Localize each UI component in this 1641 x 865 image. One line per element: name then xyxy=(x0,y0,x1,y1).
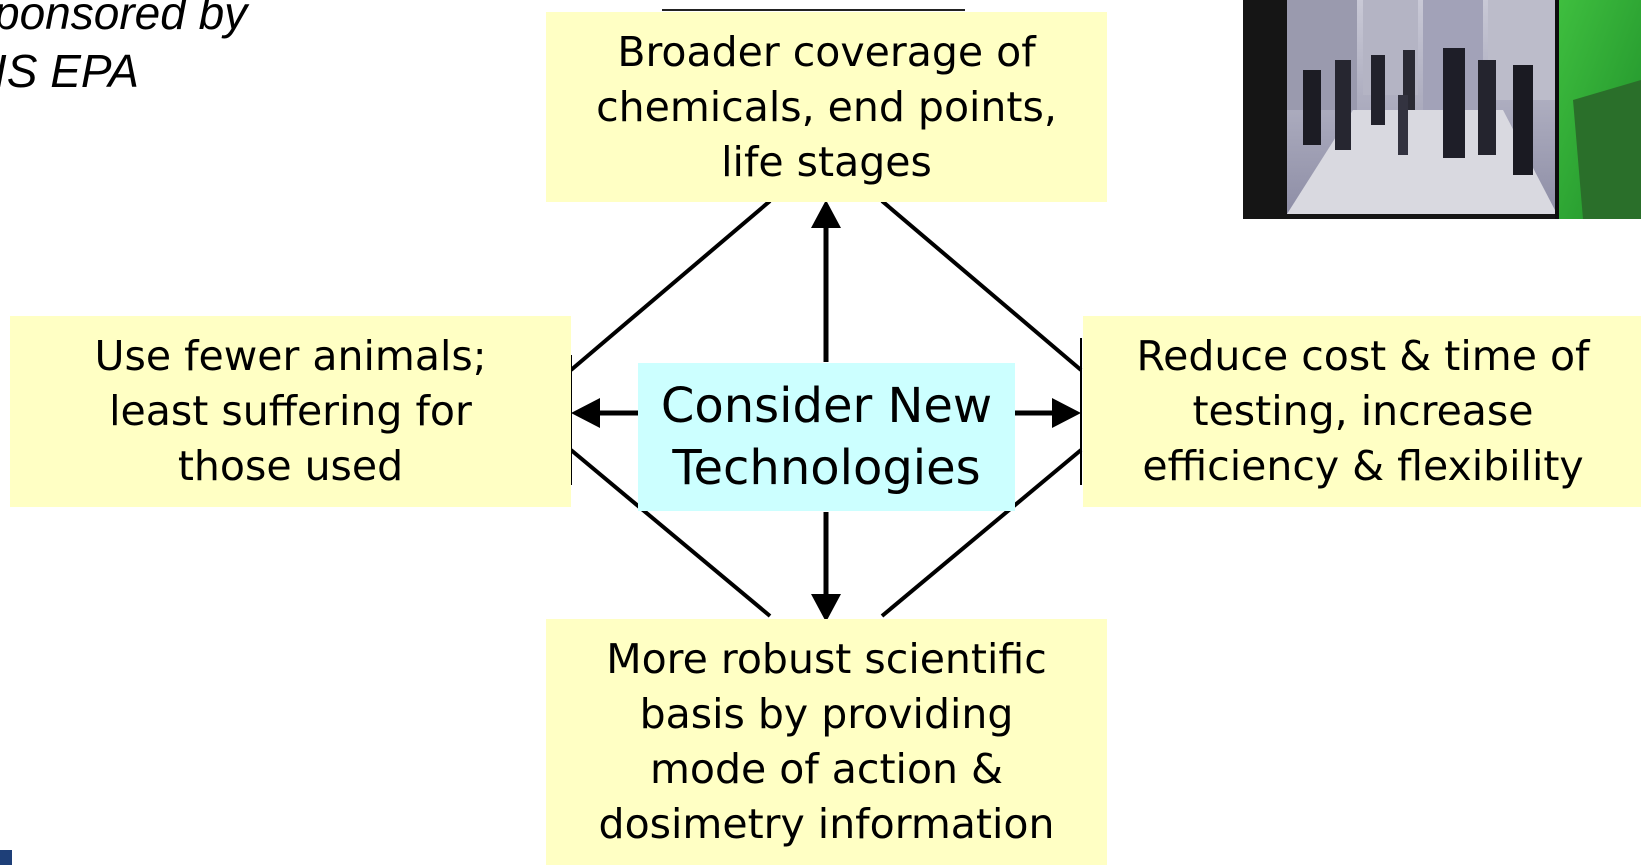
outcome-box-bottom: More robust scientific basis by providin… xyxy=(546,619,1107,865)
brand-mark xyxy=(0,850,12,865)
street-photo xyxy=(1243,0,1641,219)
center-box: Consider New Technologies xyxy=(638,363,1015,511)
outcome-box-right-text: Reduce cost & time of testing, increase … xyxy=(1136,332,1590,490)
sponsor-text: ponsored by IS EPA xyxy=(0,0,247,100)
outcome-box-left-text: Use fewer animals; least suffering for t… xyxy=(94,332,487,490)
diamond-line-bottom-right xyxy=(880,448,1083,618)
diamond-line-top-left xyxy=(569,199,772,372)
arrow-right xyxy=(1015,398,1081,428)
arrow-up xyxy=(811,200,841,362)
sponsor-line-2: IS EPA xyxy=(0,45,139,97)
diamond-line-top-right xyxy=(880,199,1083,372)
outcome-box-bottom-text: More robust scientific basis by providin… xyxy=(598,635,1055,848)
outcome-box-left: Use fewer animals; least suffering for t… xyxy=(10,316,571,507)
diamond-line-bottom-left xyxy=(569,448,772,618)
outcome-box-right: Reduce cost & time of testing, increase … xyxy=(1083,316,1641,507)
outcome-box-top-text: Broader coverage of chemicals, end point… xyxy=(596,27,1057,186)
arrow-down xyxy=(811,512,841,622)
sponsor-line-1: ponsored by xyxy=(0,0,248,39)
arrow-left xyxy=(571,398,638,428)
center-box-text: Consider New Technologies xyxy=(660,378,993,496)
outcome-box-top: Broader coverage of chemicals, end point… xyxy=(546,12,1107,202)
street-photo-image xyxy=(1243,0,1641,219)
